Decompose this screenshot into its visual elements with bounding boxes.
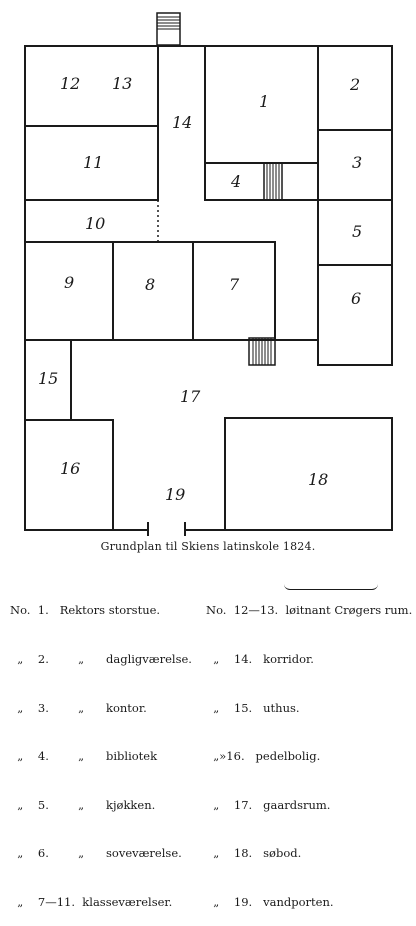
room-label-13: 13 xyxy=(112,74,132,93)
room-label-3: 3 xyxy=(352,153,362,172)
handwritten-underline xyxy=(284,584,378,590)
legend-entry: „»16. pedelbolig. xyxy=(206,749,321,764)
legend-entry: „ 14. korridor. xyxy=(206,652,314,666)
room-label-8: 8 xyxy=(145,275,155,294)
legend-entry: „ 15. uthus. xyxy=(206,700,300,715)
room-label-5: 5 xyxy=(352,222,362,241)
building-walls xyxy=(24,45,393,536)
room-label-11: 11 xyxy=(83,153,103,172)
room-label-4: 4 xyxy=(230,172,241,191)
legend-entry: „ 17. gaardsrum. xyxy=(206,797,331,812)
legend-left: No. 1. Rektors storstue. „ 2. „ dagligvæ… xyxy=(10,570,192,926)
legend-entry: No. 1. Rektors storstue. xyxy=(10,603,161,618)
room-label-16: 16 xyxy=(60,459,80,478)
inner-staircase xyxy=(263,162,283,201)
room-label-17: 17 xyxy=(180,387,201,406)
plan-caption: Grundplan til Skiens latinskole 1824. xyxy=(100,540,316,553)
legend-entry: „ 18. søbod. xyxy=(206,846,302,861)
legend-entry: No. 12—13. løitnant Crøgers rum. xyxy=(206,603,413,618)
courtyard-staircase xyxy=(248,337,276,366)
legend-entry: „ 4. „ bibliotek xyxy=(10,749,158,764)
room-label-9: 9 xyxy=(64,273,74,292)
room-label-12: 12 xyxy=(60,74,80,93)
legend-entry: „ 5. „ kjøkken. xyxy=(10,797,156,812)
room-label-15: 15 xyxy=(38,369,58,388)
top-staircase xyxy=(156,12,181,46)
room-label-2: 2 xyxy=(349,75,360,94)
room-label-14: 14 xyxy=(172,113,192,132)
legend-right: No. 12—13. løitnant Crøgers rum. „ 14. k… xyxy=(206,570,412,926)
room-label-1: 1 xyxy=(259,92,269,111)
legend-entry: „ 3. „ kontor. xyxy=(10,700,147,715)
room-label-18: 18 xyxy=(308,470,328,489)
legend-entry: „ 6. „ soveværelse. xyxy=(10,846,182,861)
room-label-7: 7 xyxy=(229,275,240,294)
room-label-6: 6 xyxy=(351,289,361,308)
legend-entry: „ 2. „ dagligværelse. xyxy=(10,652,192,666)
legend-entry: „ 7—11. klasseværelser. xyxy=(10,894,173,909)
legend-entry: „ 19. vandporten. xyxy=(206,894,334,909)
floor-plan: 12 13 14 1 2 11 4 3 10 5 9 8 7 6 15 17 1… xyxy=(24,12,393,536)
room-label-19: 19 xyxy=(165,485,185,504)
room-label-10: 10 xyxy=(85,214,105,233)
